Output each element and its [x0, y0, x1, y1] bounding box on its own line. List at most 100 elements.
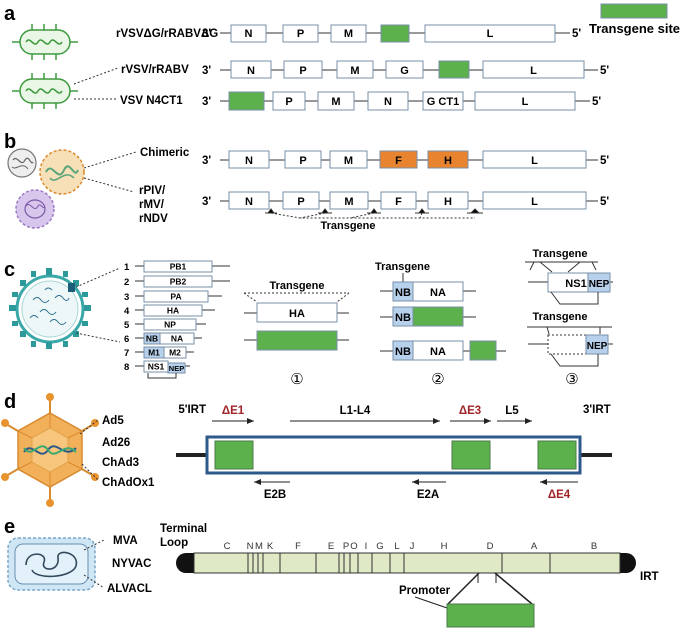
gene-box: M — [350, 65, 359, 77]
gene-box: H — [444, 196, 452, 208]
genome-region-label: C — [224, 541, 231, 552]
irt-label: IRT — [640, 571, 659, 583]
panel-letter: d — [4, 391, 16, 413]
segment-gene: HA — [167, 306, 179, 316]
legend-swatch — [600, 3, 668, 19]
segment-number: 6 — [124, 334, 129, 345]
gene-box: M — [344, 196, 353, 208]
end-3prime: 3' — [202, 28, 211, 40]
transgene-box — [438, 60, 470, 79]
gene-box: NA — [430, 346, 446, 358]
deleted-region-label: ΔE4 — [548, 489, 571, 501]
row-label: rPIV/ — [139, 185, 166, 197]
adenovirus-icon — [1, 393, 99, 507]
transgene-box — [537, 440, 577, 470]
gene-box: L — [531, 155, 538, 167]
promoter-leader — [414, 596, 451, 610]
strategy-marker: ③ — [565, 371, 578, 388]
genome-region-label: M — [255, 541, 263, 552]
transgene-box — [469, 340, 497, 361]
gene-box: L — [522, 96, 529, 108]
deleted-region-label: ΔE3 — [459, 405, 481, 417]
panel-d: d Ad5 Ad26 ChAd3 ChAdOx1 — [1, 391, 612, 507]
genome-row: 3' N P M F H L 5' — [202, 150, 609, 169]
gene-box: P — [285, 96, 292, 108]
gene-box: NS1 — [565, 278, 586, 290]
genome-region-label: J — [410, 541, 415, 552]
gene-box: L — [530, 65, 537, 77]
panel-letter: b — [4, 131, 16, 153]
end-5prime: 5' — [572, 28, 581, 40]
segment-gene: PB1 — [170, 262, 187, 272]
gene-box: NB — [395, 287, 411, 299]
segment-gene: PB2 — [170, 277, 187, 287]
end-5prime: 5' — [600, 196, 609, 208]
row-label: rVSVΔG/rRABVΔG — [116, 28, 218, 40]
genome-region-label: N — [247, 541, 254, 552]
row-label: rNDV — [139, 213, 168, 225]
terminal-loop-label: Loop — [160, 537, 188, 549]
vector-label: ChAd3 — [102, 457, 139, 469]
genome-region-label: L — [394, 541, 399, 552]
strategy-1: Transgene HA ① — [243, 280, 350, 388]
genome-region-label: B — [591, 541, 597, 552]
segment-number: 2 — [124, 277, 129, 288]
transgene-box — [451, 440, 491, 470]
vsv-virion-icon — [12, 24, 78, 60]
segment-gene: M1 — [148, 348, 160, 358]
itr-label: 3'IRT — [583, 404, 611, 416]
gene-box: N — [384, 96, 392, 108]
segment-gene: PA — [170, 292, 181, 302]
genome-row: 3' N P M L 5' — [202, 24, 581, 43]
genome-region-label: P — [343, 541, 349, 552]
poxvirus-icon — [7, 537, 96, 591]
leader-line — [75, 332, 121, 343]
deleted-region-label: ΔE1 — [222, 405, 245, 417]
gene-box: NB — [395, 312, 411, 324]
segment-list: 1 PB1 2 PB2 3 PA 4 HA 5 NP 6 NB — [124, 260, 230, 379]
insertion-sites — [265, 208, 483, 219]
panel-a: a rVSVΔG/rRABVΔG rVSV/rRABV VSV N4CT — [4, 3, 680, 111]
gene-box: G — [400, 65, 409, 77]
vector-label: ALVACL — [107, 583, 152, 595]
gene-box: L — [487, 28, 494, 40]
gene-box: P — [297, 28, 304, 40]
segment-gene: NEP — [169, 364, 184, 373]
rabv-virion-icon — [12, 73, 78, 109]
vector-label: Ad5 — [102, 415, 124, 427]
transgene-label: Transgene — [269, 280, 324, 292]
gene-box: P — [299, 155, 306, 167]
poxvirus-genome: C N M K F E P O I G L J H D A B IRT — [176, 541, 659, 628]
vector-label: MVA — [113, 535, 138, 547]
end-5prime: 5' — [592, 96, 601, 108]
row-label: rVSV/rRABV — [121, 64, 189, 76]
transgene-box — [412, 306, 464, 327]
panel-letter: c — [4, 259, 15, 281]
segment-gene: NB — [146, 334, 158, 344]
leader-line — [83, 177, 135, 193]
gene-box: N — [247, 65, 255, 77]
gene-box: F — [395, 196, 402, 208]
strategy-2: Transgene NB NA NB NB NA ② — [375, 261, 506, 388]
end-3prime: 3' — [202, 155, 211, 167]
segment-number: 5 — [124, 320, 130, 331]
genome-row: 3' N P M F H L 5' — [202, 191, 609, 210]
gene-box: NB — [395, 346, 411, 358]
genome-region-label: K — [267, 541, 274, 552]
gene-box: NEP — [589, 279, 610, 290]
end-5prime: 5' — [600, 155, 609, 167]
gene-box: N — [245, 155, 253, 167]
row-label: Chimeric — [140, 147, 190, 159]
leader-line — [75, 267, 121, 288]
segment-number: 7 — [124, 348, 129, 359]
gene-box: P — [299, 65, 306, 77]
gene-arrow-label: E2A — [417, 489, 439, 501]
strategy-marker: ② — [431, 371, 444, 388]
gene-box: M — [344, 155, 353, 167]
gene-box: HA — [289, 308, 305, 320]
transgene-box — [446, 603, 535, 628]
segment-gene: NP — [164, 320, 176, 330]
gene-box: L — [531, 196, 538, 208]
itr-label: 5'IRT — [178, 404, 206, 416]
